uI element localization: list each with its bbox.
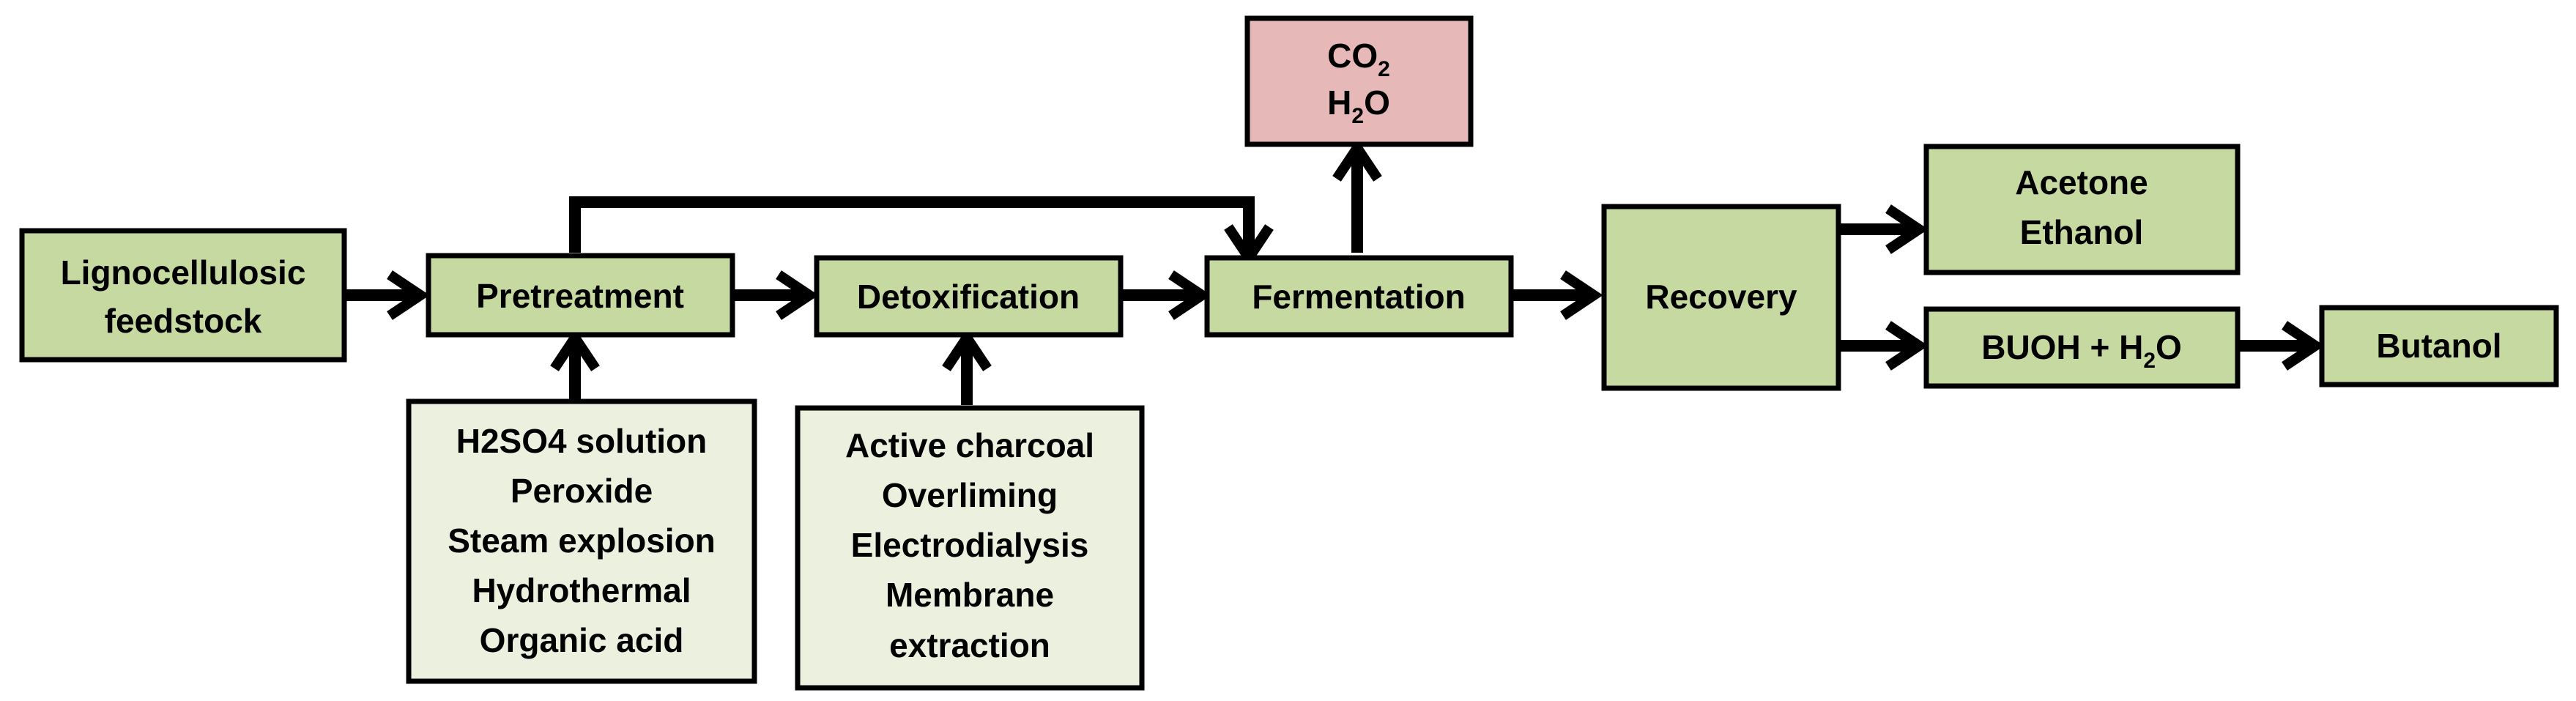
acetone-label: Acetone (2015, 163, 2148, 201)
ethanol-label: Ethanol (2020, 213, 2144, 251)
pretreatment-option: Organic acid (480, 621, 684, 659)
buoh-h2o-box (1923, 306, 2241, 389)
bypass-arrow-pretreatment-to-fermentation (569, 196, 1255, 258)
feedstock-label-line2: feedstock (105, 302, 262, 340)
detox-option: Active charcoal (845, 426, 1094, 464)
arrowhead-fermentation-to-recovery (1560, 270, 1603, 320)
pretreatment-label: Pretreatment (476, 277, 684, 315)
buoh-pre: BUOH + H (1981, 328, 2143, 366)
h2o-pre: H (1327, 84, 1351, 122)
co2-subscript: 2 (1378, 57, 1390, 81)
arrowhead-feedstock-to-pretreatment (387, 270, 430, 320)
recovery-box (1601, 204, 1841, 391)
arrowhead-buoh-to-butanol (2282, 321, 2325, 371)
pretreatment-option: Hydrothermal (472, 571, 691, 609)
fermentation-label: Fermentation (1252, 278, 1465, 316)
detox-option: Overliming (882, 476, 1058, 514)
h2o-label: H2O (1327, 84, 1390, 128)
recovery-label: Recovery (1645, 278, 1797, 316)
arrowhead-recovery-to-acetone-ethanol (1885, 204, 1929, 254)
arrowhead-detox-options (942, 328, 992, 371)
arrowhead-recovery-to-buoh (1885, 321, 1929, 371)
buoh-post: O (2156, 328, 2182, 366)
fermentation-box (1204, 255, 1514, 338)
detox-option: Membrane (886, 576, 1054, 614)
butanol-box (2319, 305, 2559, 387)
co2-label: CO2 (1327, 37, 1390, 81)
arrowhead-detox-to-fermentation (1168, 270, 1211, 320)
feedstock-box (19, 228, 347, 363)
detoxification-box (814, 255, 1124, 338)
co2-main: CO (1327, 37, 1378, 75)
detox-options-box (795, 405, 1145, 691)
acetone-ethanol-box (1923, 144, 2241, 275)
h2o-subscript: 2 (1351, 104, 1364, 128)
pretreatment-option: Steam explosion (448, 522, 716, 560)
arrowhead-pretreatment-options (550, 328, 600, 371)
pretreatment-box (426, 253, 735, 338)
butanol-label: Butanol (2376, 327, 2501, 365)
emissions-box (1244, 15, 1474, 147)
detox-option: extraction (889, 626, 1050, 664)
pretreatment-option: H2SO4 solution (456, 422, 707, 460)
detox-option: Electrodialysis (851, 526, 1089, 564)
arrowhead-fermentation-to-emissions (1332, 138, 1382, 182)
arrowhead-pretreatment-to-detox (776, 270, 819, 320)
pretreatment-options-box (406, 398, 757, 684)
pretreatment-option: Peroxide (511, 472, 653, 510)
detoxification-label: Detoxification (857, 278, 1080, 316)
feedstock-label-line1: Lignocellulosic (61, 253, 306, 292)
buoh-h2o-label: BUOH + H2O (1981, 328, 2182, 373)
buoh-subscript: 2 (2143, 349, 2156, 373)
h2o-post: O (1364, 84, 1390, 122)
